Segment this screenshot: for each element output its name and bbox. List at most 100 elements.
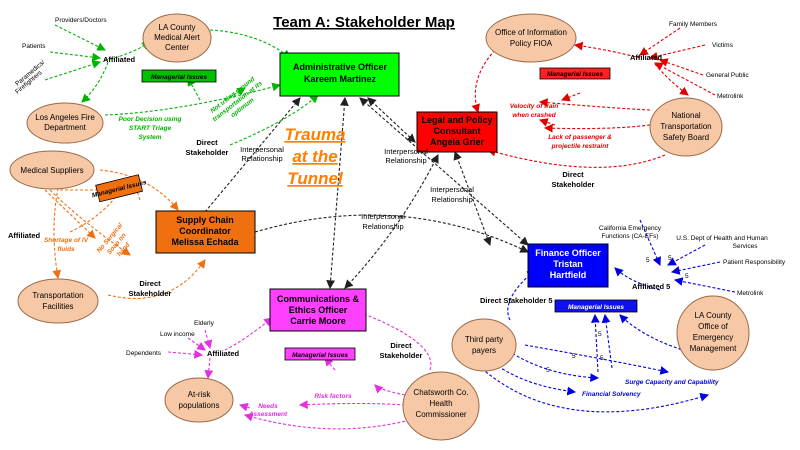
- officer-finance-line-1: Finance Officer: [535, 248, 601, 258]
- node-la-oem-line-3: Emergency: [693, 333, 733, 342]
- label-usdhhs-1: U.S. Dept of Health and Human: [676, 235, 768, 242]
- node-oip-line-1: Office of Information: [495, 28, 567, 37]
- label-victims: Victims: [712, 42, 734, 49]
- label-low-income: Low income: [160, 331, 195, 338]
- relationship-label-4-line-1: Interpersonal: [361, 212, 405, 221]
- node-chatsworth-line-1: Chatsworth Co.: [413, 388, 468, 397]
- node-oip-line-2: Policy FIOA: [510, 39, 553, 48]
- officer-admin-line-2: Kareem Martinez: [304, 74, 377, 84]
- officer-supply-line-2: Coordinator: [179, 226, 231, 236]
- officer-supply[interactable]: Supply Chain Coordinator Melissa Echada: [155, 210, 256, 254]
- node-la-medical-alert[interactable]: LA County Medical Alert Center: [142, 13, 212, 63]
- red-issue-1-line-2: when crashed: [512, 112, 556, 119]
- trauma-line-3: Tunnel: [287, 169, 344, 188]
- node-chatsworth-line-2: Health: [429, 399, 452, 408]
- officer-finance-line-2: Tristan: [553, 259, 583, 269]
- node-la-medical-alert-line-3: Center: [165, 43, 189, 52]
- node-chatsworth-line-3: Commissioner: [415, 410, 466, 419]
- node-at-risk[interactable]: At-risk populations: [164, 377, 234, 423]
- orange-issue-1-line-2: fluids: [57, 246, 75, 253]
- label-public: General Public: [706, 72, 749, 79]
- label-red-metrolink: Metrolink: [717, 93, 744, 100]
- node-oip[interactable]: Office of Information Policy FIOA: [485, 13, 577, 63]
- page-title: Team A: Stakeholder Map: [273, 14, 455, 31]
- node-la-fire[interactable]: Los Angeles Fire Department: [26, 102, 104, 144]
- trauma-heading: Trauma at the Tunnel: [284, 125, 345, 188]
- node-la-fire-line-2: Department: [44, 123, 87, 132]
- officer-comms-line-3: Carrie Moore: [290, 316, 346, 326]
- label-elderly: Elderly: [194, 320, 215, 327]
- orange-issue-1-line-1: Shortage of IV: [44, 237, 89, 244]
- relationship-label-3-line-1: Interpersonal: [430, 185, 474, 194]
- blue-five-3: 5: [685, 273, 689, 280]
- label-ca-efs-2: Functions (CA-EFs): [601, 233, 658, 240]
- node-third-party-line-2: payers: [472, 346, 496, 355]
- blue-five-4: 5: [572, 353, 576, 360]
- edges-black: [204, 96, 529, 290]
- label-green-affiliated: Affiliated: [103, 55, 136, 64]
- labels-blue: California Emergency Functions (CA-EFs) …: [480, 225, 786, 398]
- trauma-line-1: Trauma: [284, 125, 345, 144]
- officer-supply-line-1: Supply Chain: [176, 215, 234, 225]
- officer-legal[interactable]: Legal and Policy Consultant Angela Grier: [416, 111, 498, 153]
- node-la-medical-alert-line-1: LA County: [159, 23, 196, 32]
- node-medical-suppliers[interactable]: Medical Suppliers: [9, 150, 95, 190]
- red-issue-2-line-2: projectile restraint: [551, 143, 610, 150]
- label-usdhhs-2: Services: [733, 243, 759, 250]
- labels-relationship: Interpersonal Relationship Interpersonal…: [240, 145, 474, 231]
- managerial-box-magenta-label: Managerial Issues: [292, 352, 348, 359]
- node-transportation-line-1: Transportation: [32, 291, 83, 300]
- label-blue-direct: Direct Stakeholder 5: [480, 296, 553, 305]
- blue-issue-solvency: Financial Solvency: [582, 391, 641, 398]
- edges-orange: [44, 169, 206, 299]
- label-providers: Providers/Doctors: [55, 17, 107, 24]
- node-at-risk-line-2: populations: [179, 401, 220, 410]
- magenta-direct-2: Stakeholder: [380, 351, 423, 360]
- orange-direct-2: Stakeholder: [129, 289, 172, 298]
- label-dependents: Dependents: [126, 350, 162, 357]
- node-transportation[interactable]: Transportation Facilities: [17, 278, 99, 324]
- node-chatsworth[interactable]: Chatsworth Co. Health Commissioner: [402, 371, 480, 441]
- managerial-box-magenta: Managerial Issues: [284, 347, 356, 361]
- officer-comms[interactable]: Communications & Ethics Officer Carrie M…: [269, 288, 367, 332]
- relationship-label-1-line-1: Interpersonal: [240, 145, 284, 154]
- node-la-oem-line-4: Management: [690, 344, 737, 353]
- officer-legal-line-1: Legal and Policy: [421, 115, 492, 125]
- relationship-label-2-line-1: Interpersonal: [384, 147, 428, 156]
- officer-admin-line-1: Administrative Officer: [293, 62, 388, 72]
- trauma-line-2: at the: [292, 147, 337, 166]
- green-issue-left-3: System: [138, 134, 161, 141]
- officer-admin[interactable]: Administrative Officer Kareem Martinez: [279, 52, 400, 97]
- green-direct-2: Stakeholder: [186, 148, 229, 157]
- managerial-box-blue-label: Managerial Issues: [568, 304, 624, 311]
- relationship-label-4-line-2: Relationship: [362, 222, 403, 231]
- node-at-risk-line-1: At-risk: [188, 390, 212, 399]
- green-direct-1: Direct: [196, 138, 218, 147]
- blue-five-1: 5: [646, 257, 650, 264]
- node-la-oem[interactable]: LA County Office of Emergency Management: [676, 295, 750, 371]
- green-issue-left-1: Poor Decision using: [119, 116, 182, 123]
- officer-comms-line-2: Ethics Officer: [289, 305, 348, 315]
- node-third-party[interactable]: Third party payers: [451, 318, 517, 372]
- blue-five-7: 5: [546, 367, 550, 374]
- label-ca-efs-1: California Emergency: [599, 225, 662, 232]
- officer-finance[interactable]: Finance Officer Tristan Hartfield: [527, 243, 609, 288]
- red-issue-1-line-1: Velocity of train: [510, 103, 559, 110]
- node-ntsb[interactable]: National Transportation Safety Board: [649, 97, 723, 157]
- label-blue-affiliated: Affiliated 5: [632, 282, 670, 291]
- blue-five-5: 5: [598, 331, 602, 338]
- officer-legal-line-2: Consultant: [434, 126, 481, 136]
- node-la-oem-line-2: Office of: [698, 322, 728, 331]
- relationship-label-3-line-2: Relationship: [431, 195, 472, 204]
- managerial-box-red-label: Managerial Issues: [547, 71, 603, 78]
- node-medical-suppliers-label: Medical Suppliers: [20, 166, 83, 175]
- red-direct-2: Stakeholder: [552, 180, 595, 189]
- relationship-label-1-line-2: Relationship: [241, 154, 282, 163]
- officer-supply-line-3: Melissa Echada: [171, 237, 239, 247]
- node-third-party-line-1: Third party: [465, 335, 503, 344]
- blue-five-2: 5: [668, 255, 672, 262]
- magenta-issue-needs-1: Needs: [258, 403, 278, 410]
- magenta-issue-needs-2: Assessment: [248, 411, 288, 418]
- managerial-box-green-label: Managerial Issues: [151, 74, 207, 81]
